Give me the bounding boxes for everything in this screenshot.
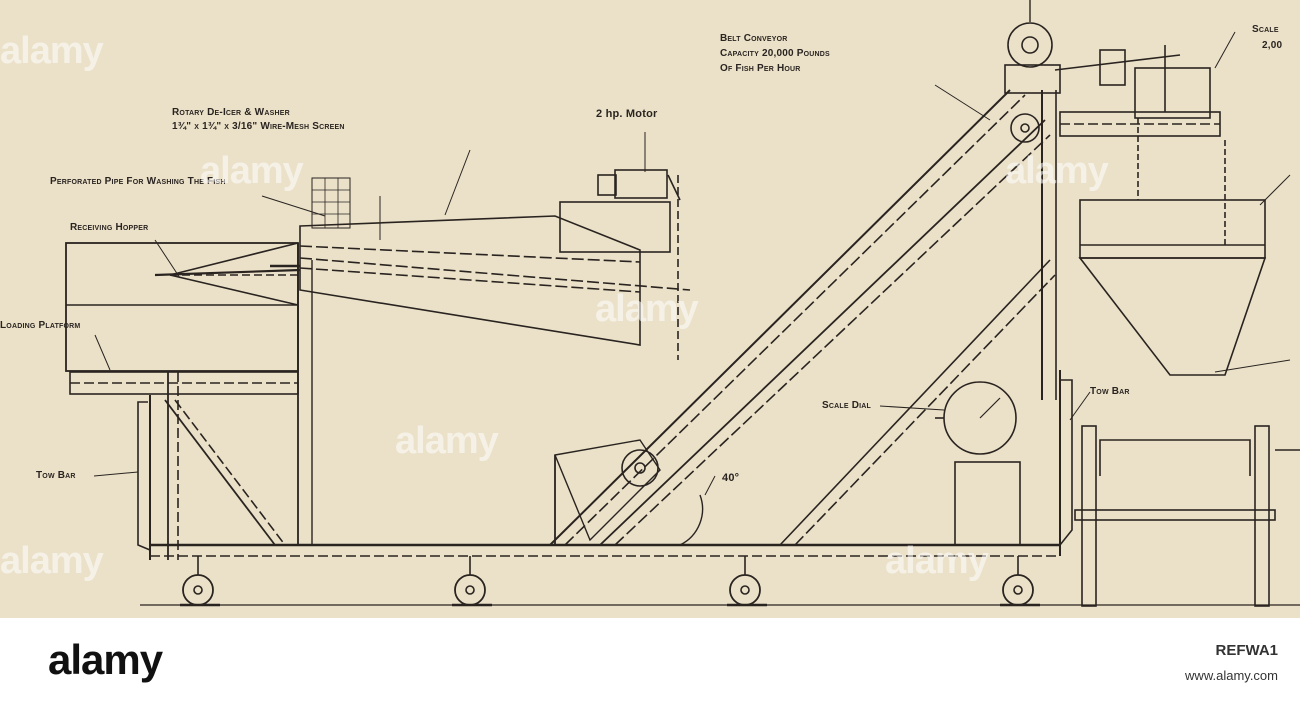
tow-bar-left-label: Tow Bar — [36, 470, 76, 481]
scale-assembly — [1054, 45, 1267, 376]
deicer-label-line1: Rotary De-Icer & Washer — [172, 107, 290, 118]
watermark-text: alamy — [395, 420, 499, 462]
watermark-text: alamy — [885, 540, 989, 582]
receiving-hopper — [65, 242, 301, 372]
site-url: www.alamy.com — [1185, 668, 1278, 683]
diagram-canvas: Belt Conveyor Capacity 20,000 Pounds Of … — [0, 0, 1300, 607]
tow-bar-right-label: Tow Bar — [1090, 386, 1130, 397]
brand-logo: alamy — [48, 636, 163, 683]
motor — [559, 169, 681, 360]
perforated-pipe-label: Perforated Pipe For Washing The Fish — [50, 176, 226, 187]
watermark-text: alamy — [0, 540, 104, 582]
belt-conveyor — [549, 89, 1056, 546]
loading-platform-label: Loading Platform — [0, 320, 81, 331]
angle-label: 40° — [722, 472, 740, 484]
deicer-label-line2: 1¾" x 1¾" x 3/16" Wire-Mesh Screen — [172, 121, 345, 132]
scale-dial-label: Scale Dial — [822, 400, 872, 411]
belt-conveyor-label-line2: Capacity 20,000 Pounds — [720, 48, 830, 59]
belt-conveyor-label-line1: Belt Conveyor — [720, 33, 788, 44]
watermark-text: alamy — [595, 288, 699, 330]
belt-conveyor-label-line3: Of Fish Per Hour — [720, 63, 801, 74]
scale-dial — [935, 381, 1021, 546]
leader-lines — [93, 31, 1291, 496]
conveyor-head-drive — [1004, 0, 1061, 400]
caster-wheels — [180, 556, 1040, 607]
rotary-deicer — [270, 177, 691, 346]
watermark-footer — [0, 618, 1300, 707]
watermark-text: alamy — [0, 30, 104, 72]
motor-label: 2 hp. Motor — [596, 108, 658, 120]
chassis-frame — [150, 370, 1061, 557]
image-id: REFWA1 — [1215, 642, 1278, 659]
left-tow-bar — [137, 401, 151, 551]
machine-drawing — [65, 0, 1300, 607]
watermark-text: alamy — [200, 150, 304, 192]
receiving-hopper-label: Receiving Hopper — [70, 222, 149, 233]
scale-label: Scale — [1252, 24, 1279, 35]
scale-capacity-label: 2,00 — [1262, 40, 1283, 51]
watermark-text: alamy — [1005, 150, 1109, 192]
side-view-frame — [1059, 379, 1300, 607]
loading-platform — [69, 243, 313, 560]
